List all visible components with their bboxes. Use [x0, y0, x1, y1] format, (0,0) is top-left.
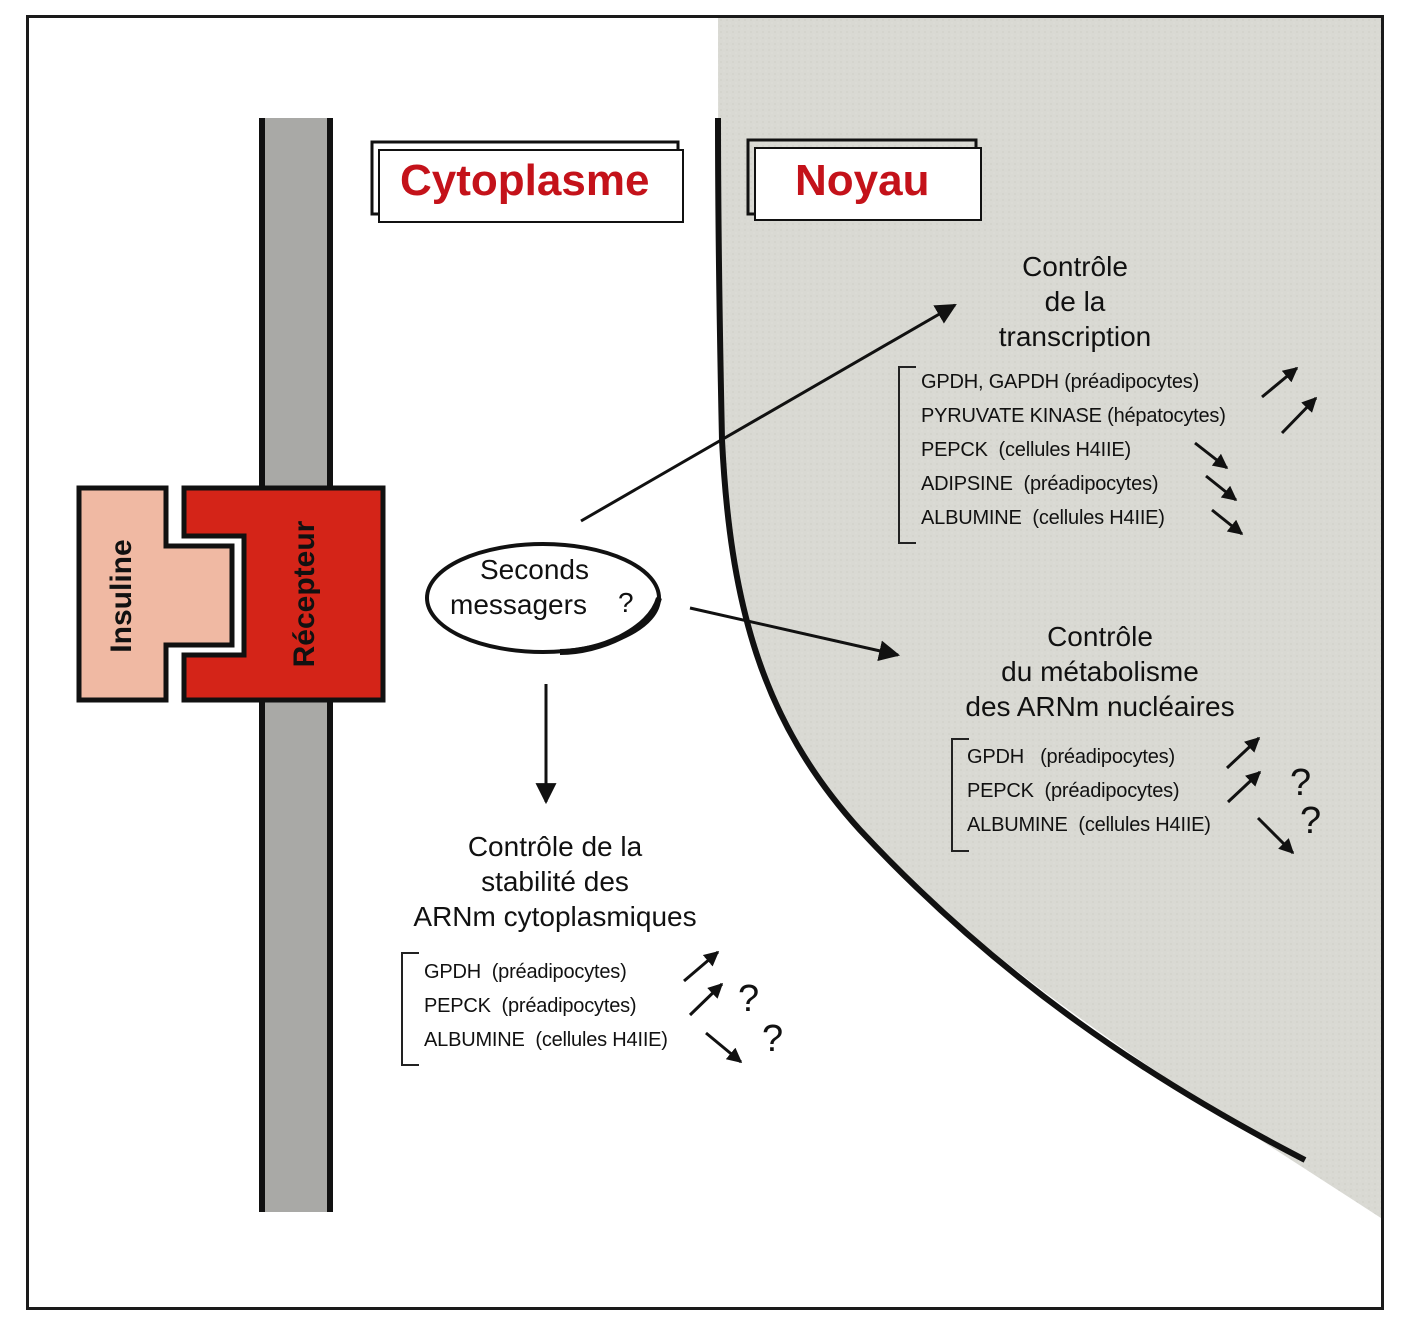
- insulin-label: Insuline: [105, 539, 138, 653]
- gene-row: GPDH (préadipocytes): [967, 746, 1175, 768]
- arrow-to-transcription: [580, 303, 957, 523]
- gene-row: ADIPSINE (préadipocytes): [921, 473, 1159, 495]
- arrow-down-albumine: [1211, 508, 1244, 536]
- gene-row: GPDH, GAPDH (préadipocytes): [921, 371, 1200, 393]
- nuclear-envelope: [715, 117, 1307, 1163]
- nuclear-mrna-heading-line2: du métabolisme: [1001, 656, 1199, 687]
- arrow-down-pepck: [1194, 441, 1229, 470]
- gene-row: GPDH (préadipocytes): [424, 961, 627, 983]
- arrow-down-albumine: [1256, 816, 1295, 855]
- arrow-up-pepck: [688, 982, 724, 1017]
- second-messengers-line2: messagers: [450, 589, 587, 620]
- gene-row: PYRUVATE KINASE (hépatocytes): [921, 405, 1226, 427]
- transcription-bracket: [898, 366, 916, 544]
- nucleus-title: Noyau: [795, 156, 930, 205]
- cytoplasmic-mrna-heading-line2: stabilité des: [481, 866, 629, 897]
- cytoplasm-title: Cytoplasme: [400, 156, 650, 205]
- arrow-down-adipsine: [1205, 474, 1238, 502]
- transcription-effect-arrows: [1194, 366, 1318, 536]
- cytoplasmic-mrna-bracket: [401, 952, 419, 1066]
- cytoplasmic-mrna-question-1: ?: [738, 978, 760, 1020]
- arrow-up-pepck: [1226, 770, 1262, 804]
- arrow-up-gpdh-gapdh: [1261, 366, 1299, 399]
- nuclear-mrna-heading-line3: des ARNm nucléaires: [965, 691, 1235, 722]
- nuclear-mrna-question-2: ?: [1300, 800, 1322, 842]
- transcription-heading-line2: de la: [1044, 286, 1106, 317]
- gene-row: PEPCK (préadipocytes): [424, 995, 637, 1017]
- nuclear-mrna-heading: Contrôle du métabolisme des ARNm nucléai…: [940, 619, 1260, 724]
- transcription-heading: Contrôle de la transcription: [960, 249, 1190, 354]
- cytoplasmic-mrna-heading-line1: Contrôle de la: [467, 831, 643, 862]
- transcription-heading-line1: Contrôle: [1022, 251, 1128, 282]
- nuclear-mrna-question-1: ?: [1290, 762, 1312, 804]
- arrow-to-nuclear-mrna: [689, 606, 901, 662]
- cytoplasmic-mrna-heading: Contrôle de la stabilité des ARNm cytopl…: [395, 829, 715, 934]
- gene-row: ALBUMINE (cellules H4IIE): [424, 1029, 668, 1051]
- nuclear-mrna-effect-arrows: [1225, 736, 1295, 855]
- cytoplasmic-mrna-heading-line3: ARNm cytoplasmiques: [413, 901, 697, 932]
- arrow-down-albumine: [705, 1031, 743, 1064]
- cytoplasmic-mrna-question-2: ?: [762, 1018, 784, 1060]
- nuclear-mrna-bracket: [951, 738, 969, 852]
- arrow-up-gpdh: [1225, 736, 1261, 770]
- nuclear-mrna-heading-line1: Contrôle: [1047, 621, 1153, 652]
- arrow-up-pyruvate-kinase: [1280, 396, 1318, 435]
- cytoplasmic-mrna-effect-arrows: [683, 950, 743, 1064]
- receptor-label: Récepteur: [288, 520, 321, 668]
- nucleus-region: [718, 17, 1384, 1308]
- gene-row: PEPCK (cellules H4IIE): [921, 439, 1131, 461]
- transcription-heading-line3: transcription: [998, 321, 1152, 352]
- second-messengers-line1: Seconds: [480, 554, 589, 585]
- insulin-shape: [76, 485, 235, 703]
- gene-row: ALBUMINE (cellules H4IIE): [967, 814, 1211, 836]
- gene-row: PEPCK (préadipocytes): [967, 780, 1180, 802]
- gene-row: ALBUMINE (cellules H4IIE): [921, 507, 1165, 529]
- second-messengers-question: ?: [618, 587, 634, 618]
- receptor-shape: [181, 485, 386, 703]
- arrow-up-gpdh: [683, 950, 720, 983]
